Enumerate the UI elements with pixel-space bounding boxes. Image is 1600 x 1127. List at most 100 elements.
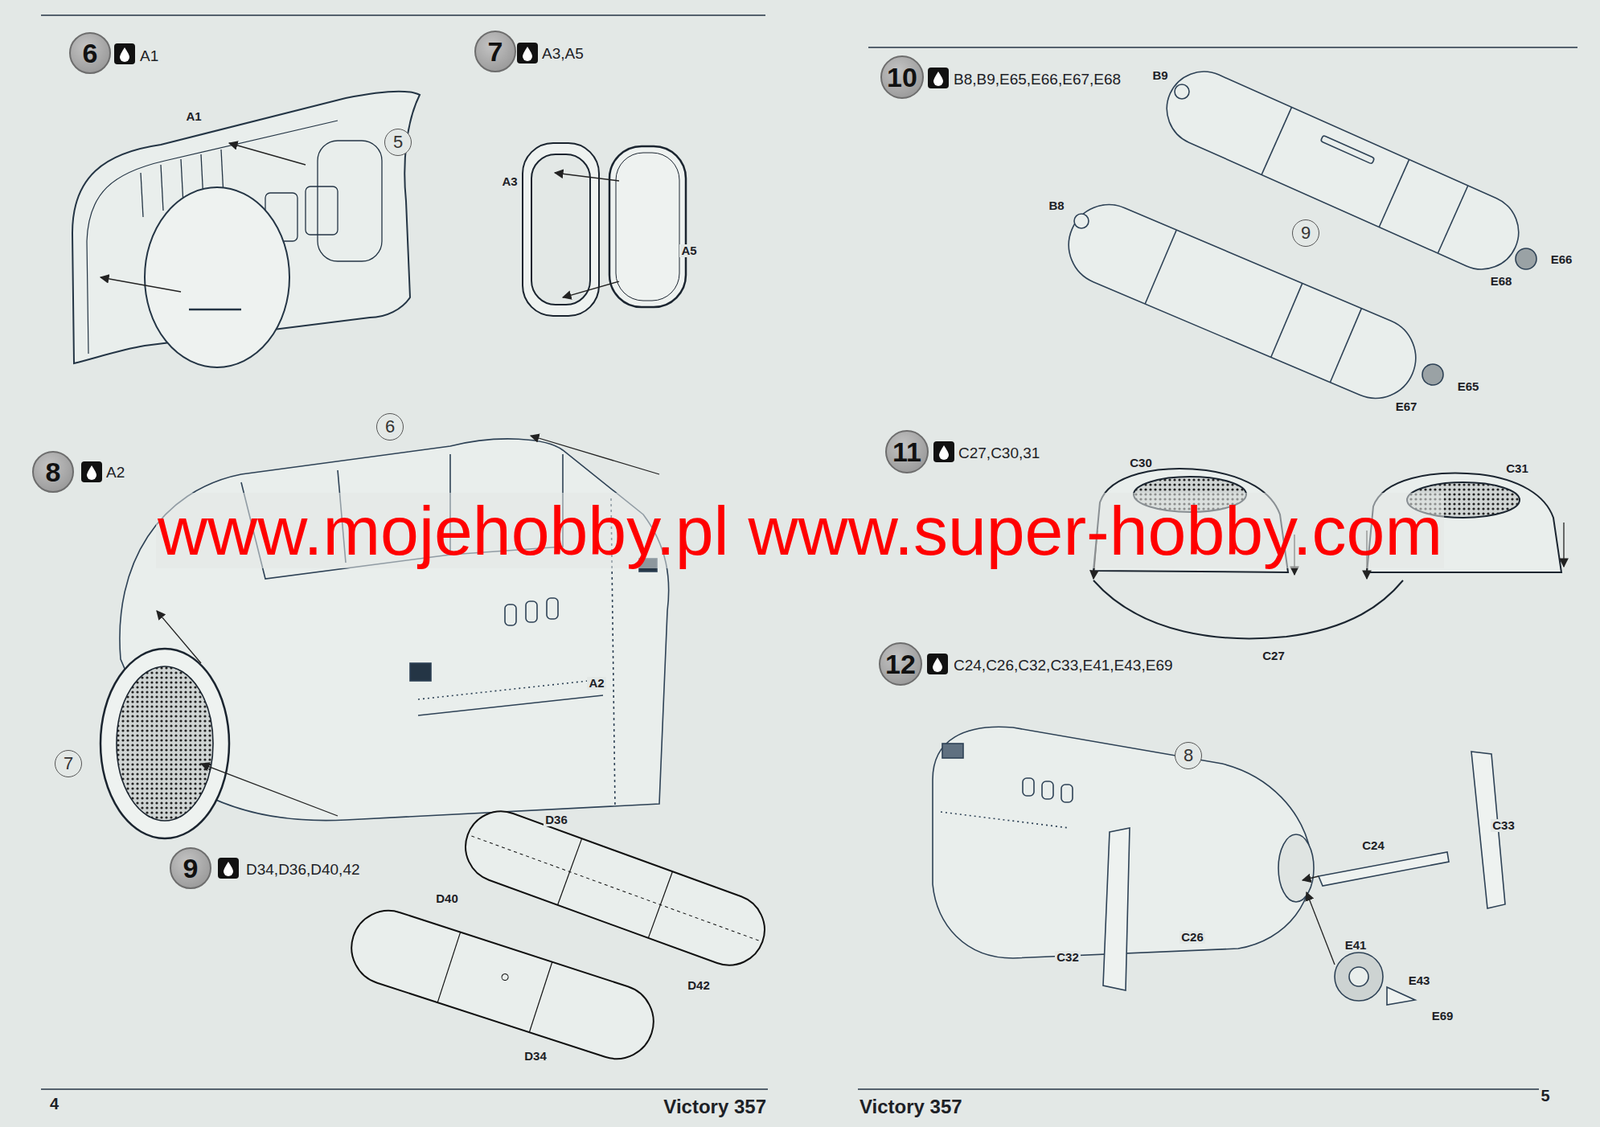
part-label: D40 xyxy=(434,892,460,907)
part-label: D42 xyxy=(687,978,710,993)
page-rules xyxy=(41,15,1578,1090)
page-number: 4 xyxy=(49,1095,59,1113)
part-label: E41 xyxy=(1345,938,1367,952)
part-label: D34 xyxy=(524,1049,547,1063)
callout-number: 5 xyxy=(384,128,412,156)
part-label: E43 xyxy=(1407,974,1432,989)
parts-list: C27,C30,31 xyxy=(958,444,1040,462)
part-label: E43 xyxy=(1408,973,1431,988)
part-label: E69 xyxy=(1430,1009,1456,1024)
pod-half xyxy=(341,801,775,1069)
part-label: A5 xyxy=(681,243,697,258)
step-number: 5 xyxy=(393,133,403,152)
callout-number: 8 xyxy=(1174,742,1203,770)
step-number: 7 xyxy=(63,754,74,773)
frame-ring xyxy=(522,143,686,316)
step-badge: 6 xyxy=(69,32,111,74)
part-label: E41 xyxy=(1343,939,1369,953)
callout-number: 9 xyxy=(1292,219,1320,247)
parts-list: B8,B9,E65,E66,E67,E68 xyxy=(951,71,1123,89)
part-label: C33 xyxy=(1492,818,1515,833)
parts-list: C27,C30,31 xyxy=(956,445,1042,463)
part-label: E66 xyxy=(1550,252,1573,267)
step-badge: 7 xyxy=(474,30,517,73)
part-label: C32 xyxy=(1056,950,1079,965)
assembly-arrow xyxy=(100,143,306,292)
part-label: E65 xyxy=(1457,379,1480,394)
watermark: www.mojehobby.pl www.super-hobby.com xyxy=(155,492,1445,570)
part-label: A2 xyxy=(588,676,604,690)
part-label: E65 xyxy=(1456,380,1482,394)
fuselage-rear xyxy=(932,726,1506,1006)
part-label: D36 xyxy=(543,813,570,828)
part-label: E66 xyxy=(1549,253,1575,267)
part-label: D42 xyxy=(685,979,712,993)
step-number: 11 xyxy=(892,438,922,466)
part-label: D34 xyxy=(522,1050,549,1064)
part-label: C33 xyxy=(1490,819,1517,833)
parts-list: A3,A5 xyxy=(541,45,584,62)
part-label: B9 xyxy=(1150,69,1170,83)
page-number: 4 xyxy=(48,1095,61,1113)
part-label: C27 xyxy=(1262,648,1285,663)
parts-list: A2 xyxy=(104,464,127,482)
step-badge: 8 xyxy=(32,451,74,493)
step-number: 10 xyxy=(886,63,918,91)
pod xyxy=(1056,59,1537,411)
part-label: B9 xyxy=(1152,68,1168,83)
part-label: A3 xyxy=(501,174,517,189)
part-label: C26 xyxy=(1181,930,1204,944)
part-label: A3 xyxy=(500,175,519,189)
step-number: 7 xyxy=(488,37,504,66)
cockpit-half xyxy=(72,91,420,368)
part-label: E68 xyxy=(1489,274,1514,289)
parts-list: D34,D36,D40,42 xyxy=(246,861,361,878)
part-label: B8 xyxy=(1048,198,1064,213)
part-label: D36 xyxy=(545,812,568,827)
parts-list: D34,D36,D40,42 xyxy=(244,861,362,879)
assembly-arrow xyxy=(1302,876,1335,965)
parts-list: B8,B9,E65,E66,E67,E68 xyxy=(953,70,1121,88)
part-label: A2 xyxy=(586,676,606,691)
part-label: C24 xyxy=(1360,839,1387,854)
part-label: C26 xyxy=(1179,931,1206,945)
part-label: B8 xyxy=(1046,199,1066,214)
part-label: E68 xyxy=(1490,274,1513,288)
parts-list: A2 xyxy=(106,463,125,481)
parts-list: C24,C26,C32,C33,E41,E43,E69 xyxy=(953,656,1174,674)
footer-title: Victory 357 xyxy=(857,1096,965,1118)
footer-title: Victory 357 xyxy=(661,1096,768,1118)
part-label: A5 xyxy=(679,244,698,259)
parts-list: A1 xyxy=(139,47,159,65)
part-label: E69 xyxy=(1431,1009,1454,1023)
callout-number: 6 xyxy=(376,413,404,441)
step-badge: 11 xyxy=(885,430,929,474)
parts-list: A1 xyxy=(138,48,160,66)
step-badge: 10 xyxy=(880,55,924,99)
part-label: E67 xyxy=(1394,400,1420,415)
step-number: 6 xyxy=(385,418,395,436)
assembly-arrow xyxy=(554,172,620,298)
step-badge: 12 xyxy=(878,642,923,686)
step-number: 6 xyxy=(82,39,99,67)
step-number: 8 xyxy=(45,458,62,486)
part-label: C24 xyxy=(1362,838,1385,853)
parts-list: C24,C26,C32,C33,E41,E43,E69 xyxy=(951,657,1175,675)
parts-list: A3,A5 xyxy=(540,45,586,63)
part-label: C30 xyxy=(1129,455,1153,470)
part-label: A1 xyxy=(185,109,202,124)
page-number: 5 xyxy=(1540,1087,1550,1105)
footer-title: Victory 357 xyxy=(859,1095,963,1118)
footer-title: Victory 357 xyxy=(663,1095,767,1118)
step-badge: 9 xyxy=(169,847,212,890)
part-label: E67 xyxy=(1395,399,1418,414)
part-label: C31 xyxy=(1505,461,1529,476)
callout-number: 7 xyxy=(54,750,83,778)
part-label: C27 xyxy=(1260,649,1287,664)
part-label: A1 xyxy=(184,110,203,124)
part-label: C30 xyxy=(1128,456,1154,471)
step-number: 12 xyxy=(885,650,916,678)
watermark: www.mojehobby.pl www.super-hobby.com xyxy=(157,492,1443,570)
step-number: 8 xyxy=(1183,746,1194,765)
